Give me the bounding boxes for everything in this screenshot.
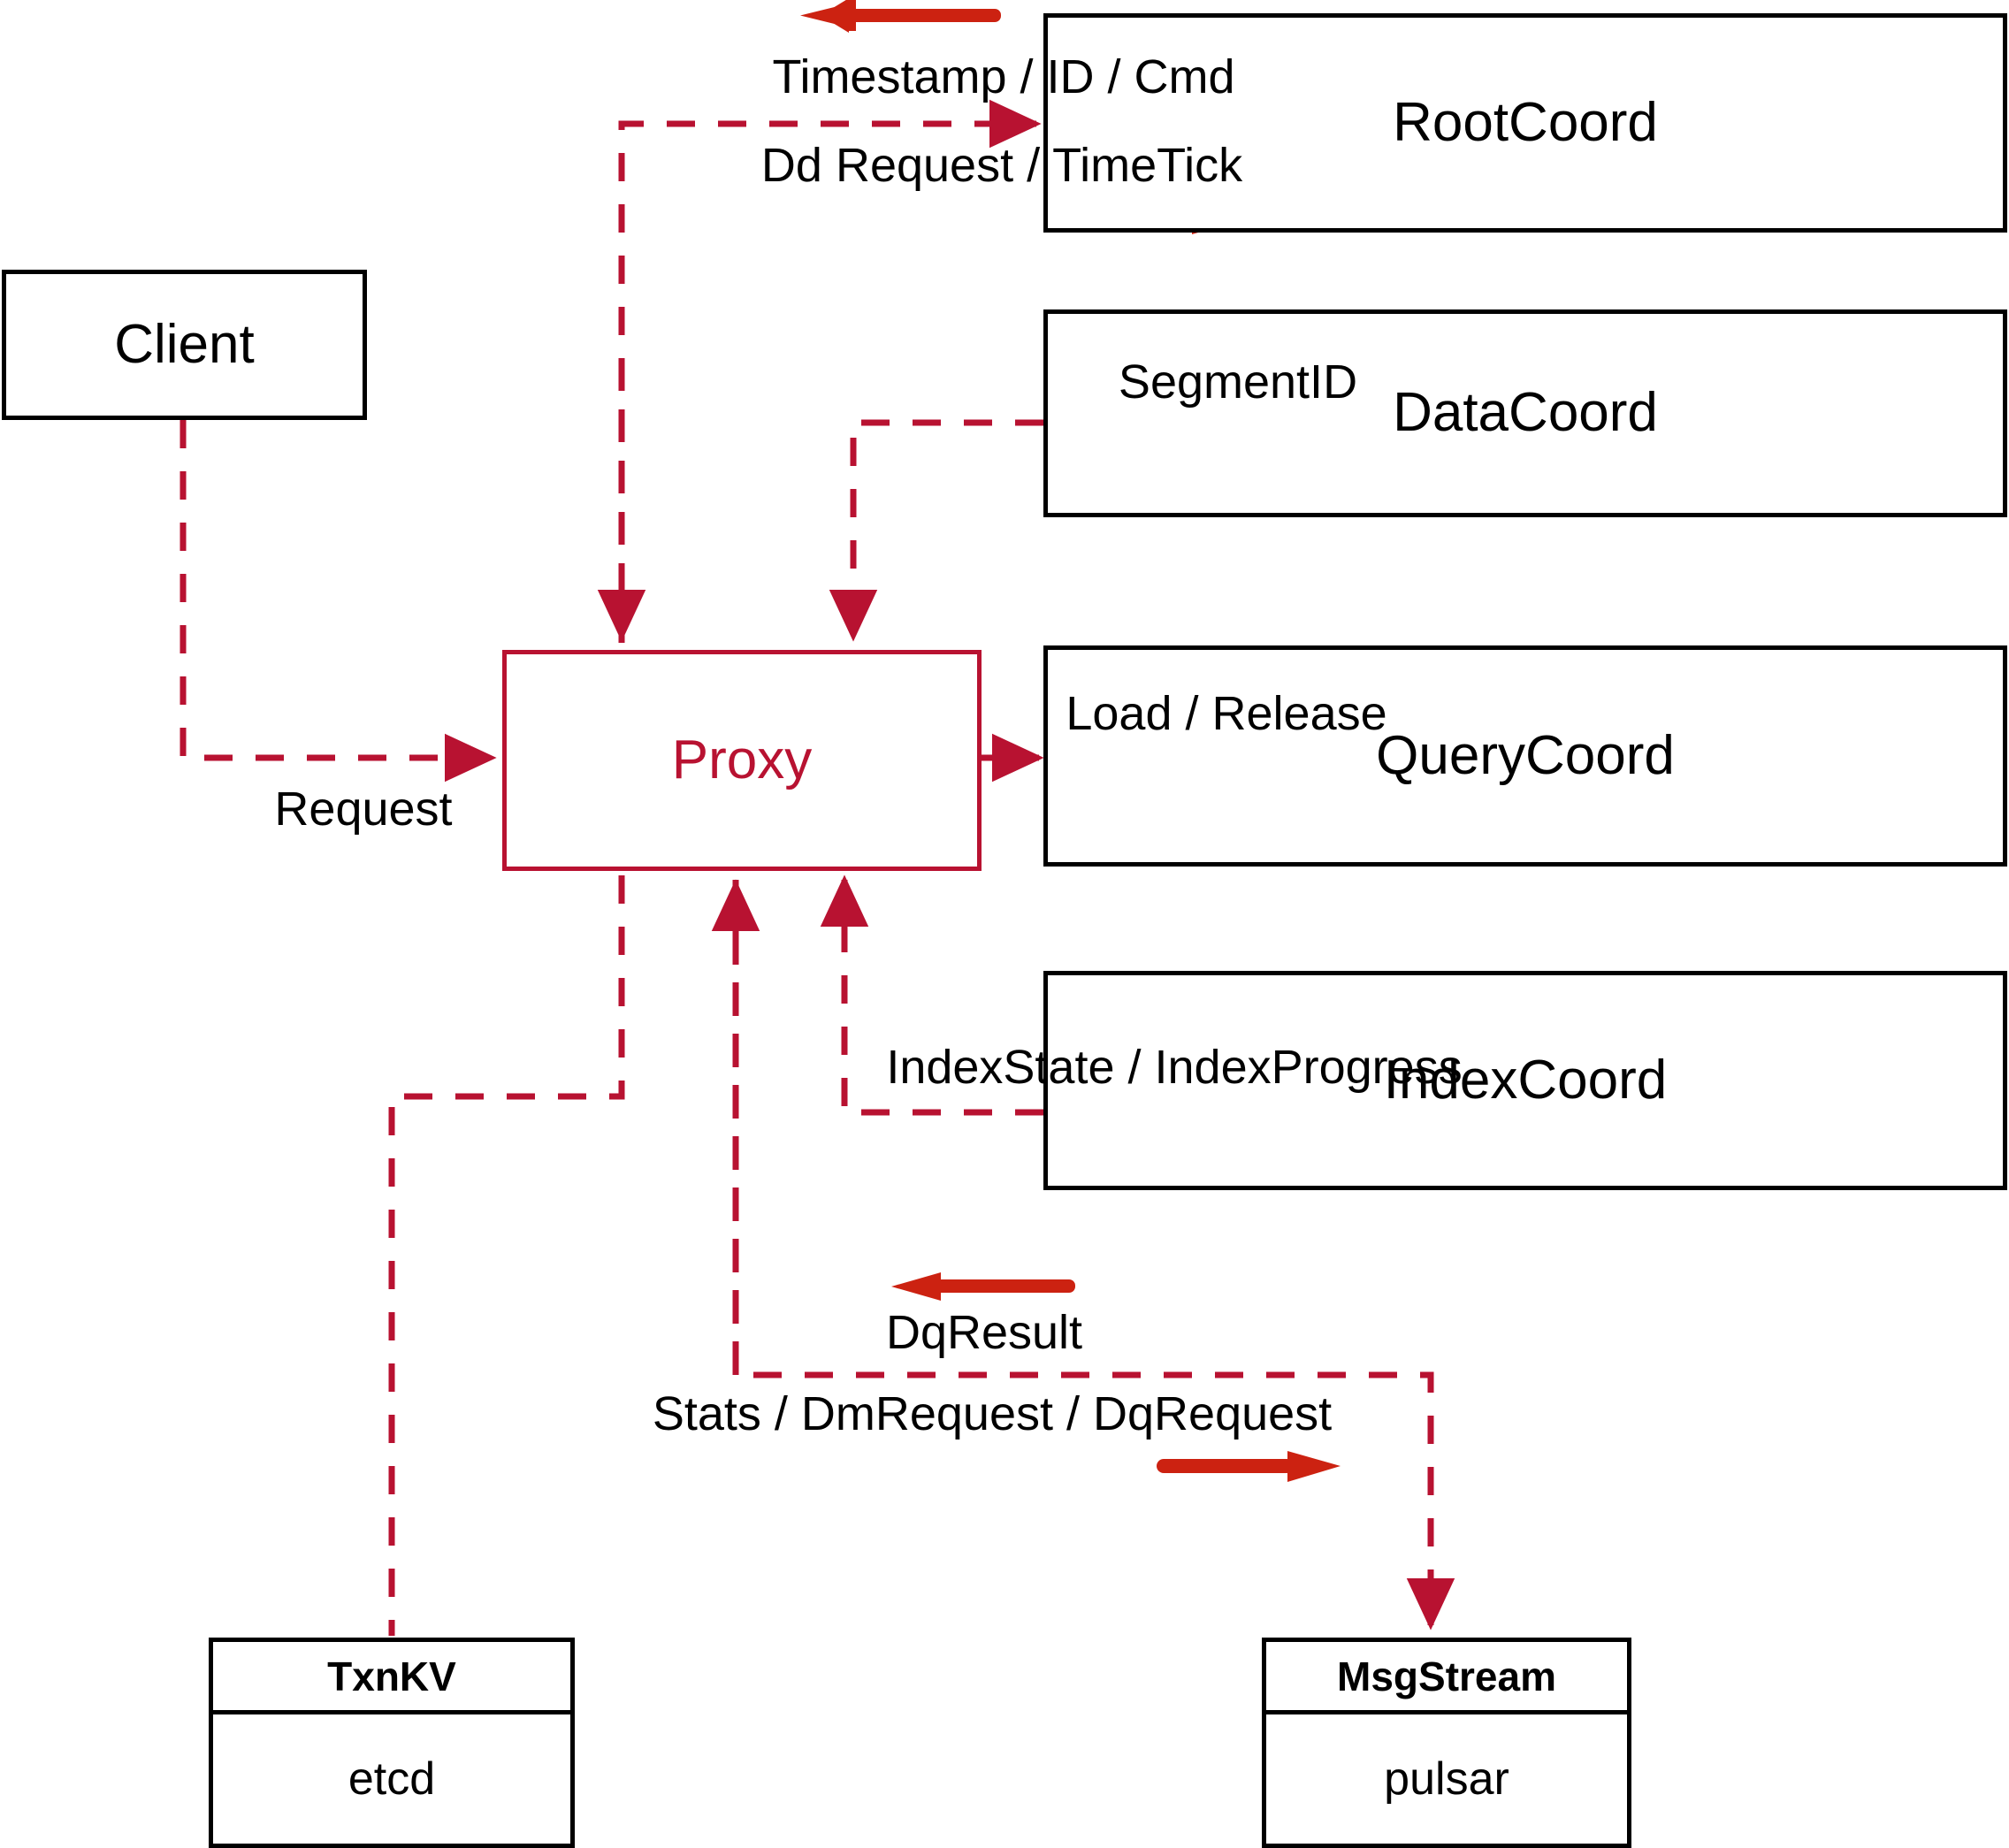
node-datacoord-label: DataCoord [1393,382,1658,444]
edge-stats-dm-dq [732,880,1455,1630]
node-msgstream[interactable]: MsgStream pulsar [1262,1638,1631,1848]
node-txnkv-label: TxnKV [327,1653,456,1699]
node-querycoord-label: QueryCoord [1376,724,1675,786]
node-querycoord[interactable]: QueryCoord [1043,645,2007,867]
node-indexcoord-label: IndexCoord [1383,1049,1668,1111]
arrow-timestamp-left [800,0,1001,33]
edge-request [180,420,497,783]
node-txnkv-body: etcd [213,1714,570,1844]
edge-label-request: Request [274,783,453,836]
node-txnkv[interactable]: TxnKV etcd [209,1638,575,1848]
arrow-stats-right [1157,1451,1341,1482]
node-msgstream-body: pulsar [1266,1714,1627,1844]
node-proxy-label: Proxy [671,729,813,790]
edge-segmentid [829,419,1043,642]
edge-txnkv [388,875,625,1636]
edge-label-dd-request: Dd Request / TimeTick [760,139,1243,192]
node-msgstream-impl: pulsar [1384,1753,1509,1805]
node-proxy[interactable]: Proxy [502,650,982,871]
node-rootcoord-label: RootCoord [1393,91,1658,153]
edge-label-indexstate: IndexState / IndexProgress [886,1041,1463,1094]
edge-indexstate [820,874,1043,1116]
edge-label-stats: Stats / DmRequest / DqRequest [652,1387,1333,1440]
edge-label-timestamp: Timestamp / ID / Cmd [772,50,1235,103]
node-rootcoord[interactable]: RootCoord [1043,13,2007,233]
node-msgstream-label: MsgStream [1337,1653,1556,1699]
edge-label-segmentid: SegmentID [1118,355,1358,409]
edge-label-dqresult: DqResult [885,1306,1083,1359]
node-client[interactable]: Client [2,270,367,420]
node-txnkv-header: TxnKV [213,1642,570,1714]
node-indexcoord[interactable]: IndexCoord [1043,971,2007,1190]
node-client-label: Client [114,313,255,375]
node-txnkv-impl: etcd [348,1753,436,1805]
arrow-dqresult-left [891,1272,1075,1301]
edge-dd-request [618,99,1042,643]
node-datacoord[interactable]: DataCoord [1043,309,2007,517]
edge-label-load-release: Load / Release [1066,687,1387,740]
node-msgstream-header: MsgStream [1266,1642,1627,1714]
